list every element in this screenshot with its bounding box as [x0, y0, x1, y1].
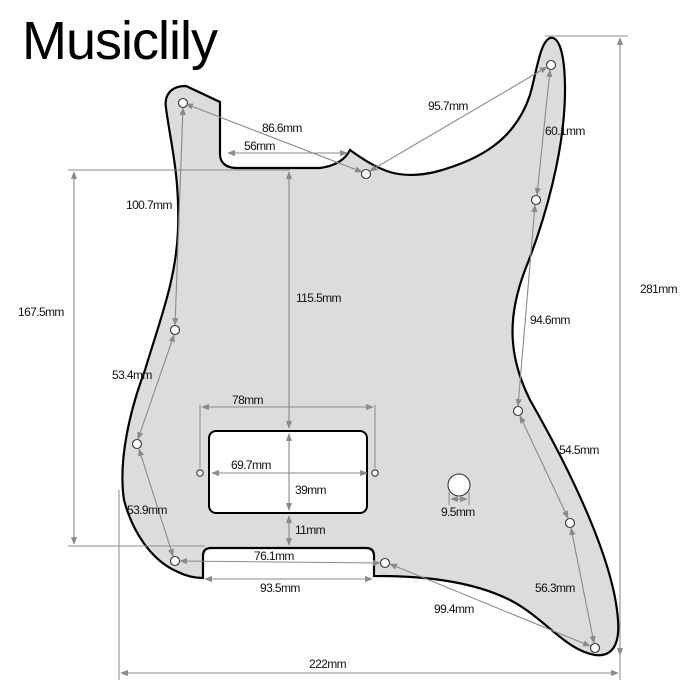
label-bottom-holes-spacing: 76.1mm	[254, 549, 294, 563]
screw-hole-11	[589, 642, 601, 654]
screw-hole-7	[512, 405, 524, 417]
screw-hole-4	[530, 194, 542, 206]
screw-hole-3	[545, 59, 557, 71]
screw-hole-6	[131, 438, 143, 450]
pickup-cavity	[208, 430, 368, 514]
label-right-lower-spacing: 54.5mm	[559, 443, 599, 457]
pickup-mount-hole-left	[196, 469, 204, 477]
screw-hole-1	[177, 97, 189, 109]
label-topright-spacing: 60.1mm	[545, 124, 585, 138]
label-knob-hole-diameter: 9.5mm	[441, 505, 475, 519]
label-pickup-mount-spacing: 78mm	[232, 393, 264, 407]
label-control-cavity-width: 93.5mm	[260, 581, 300, 595]
screw-hole-8	[564, 517, 576, 529]
label-neck-pocket-width: 56mm	[244, 139, 276, 153]
label-left-height: 167.5mm	[18, 305, 64, 319]
label-bottom-diagonal: 99.4mm	[434, 602, 474, 616]
label-pickup-control-gap: 11mm	[295, 523, 326, 537]
label-neck-to-pickup: 115.5mm	[296, 291, 342, 305]
label-hole2-topright: 95.7mm	[428, 99, 468, 113]
label-left-upper-spacing: 100.7mm	[126, 198, 172, 212]
brand-logo-text: Musiclily	[22, 11, 218, 71]
label-pickup-cavity-width: 69.7mm	[231, 458, 271, 472]
screw-hole-5	[169, 324, 181, 336]
knob-hole	[447, 473, 471, 497]
screw-hole-2	[360, 168, 372, 180]
label-overall-height: 281mm	[640, 282, 678, 296]
label-left-lower-spacing: 53.9mm	[127, 503, 167, 517]
label-hole1-hole2: 86.6mm	[262, 121, 302, 135]
label-right-mid-spacing: 94.6mm	[530, 313, 570, 327]
screw-hole-9	[169, 555, 181, 567]
label-pickup-cavity-height: 39mm	[295, 483, 327, 497]
screw-hole-10	[379, 557, 391, 569]
pickup-mount-hole-right	[371, 469, 379, 477]
label-left-mid-spacing: 53.4mm	[112, 368, 152, 382]
label-bottom-right-spacing: 56.3mm	[535, 581, 575, 595]
label-overall-width: 222mm	[309, 657, 347, 671]
